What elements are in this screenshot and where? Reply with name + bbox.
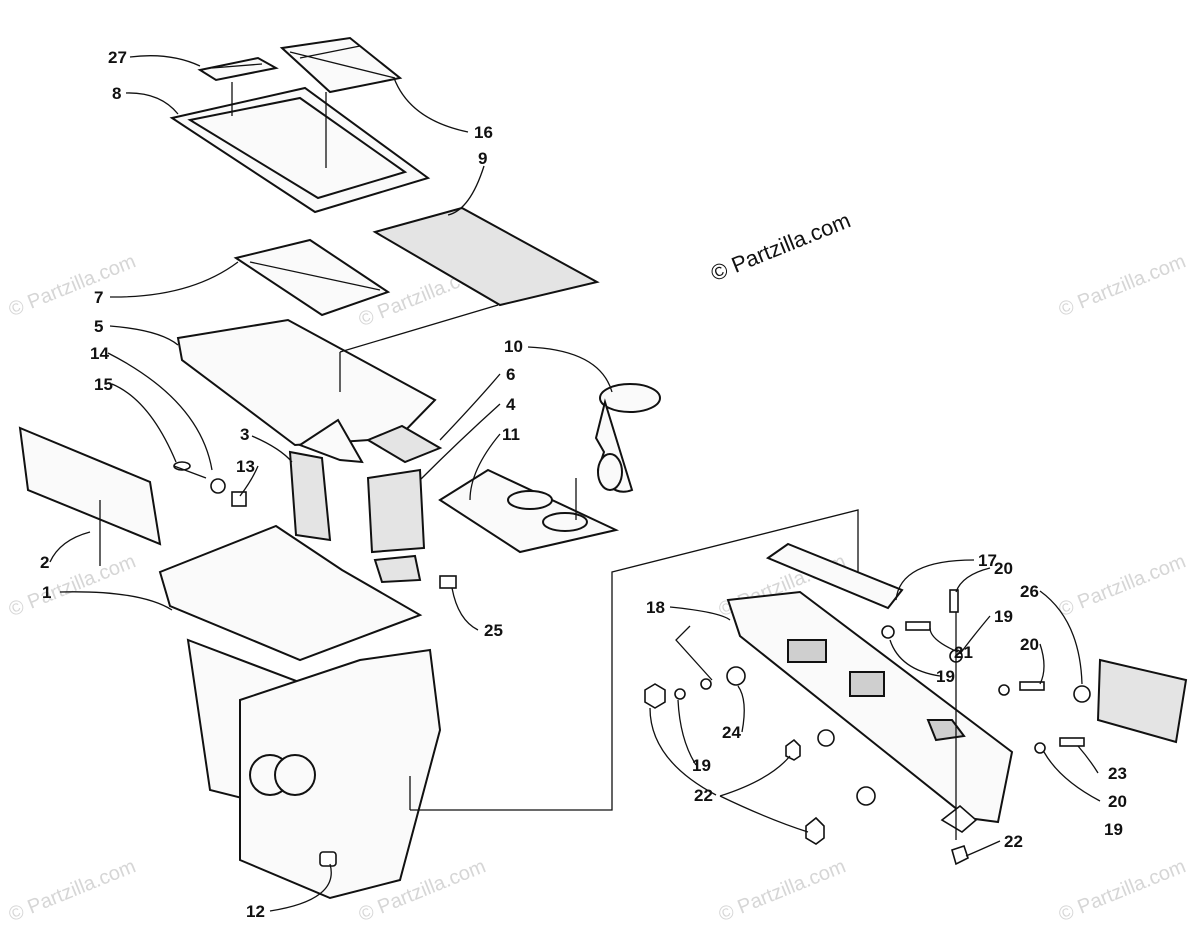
callout-12: 12 bbox=[246, 902, 265, 921]
part-5-top-housing bbox=[176, 304, 499, 464]
callout-23: 23 bbox=[1108, 764, 1127, 783]
callout-26: 26 bbox=[1020, 582, 1039, 601]
callout-1: 1 bbox=[42, 583, 51, 602]
callout-19: 19 bbox=[994, 607, 1013, 626]
callout-19: 19 bbox=[936, 667, 955, 686]
callout-21: 21 bbox=[954, 643, 973, 662]
callout-22: 22 bbox=[694, 786, 713, 805]
callout-4: 4 bbox=[506, 395, 516, 414]
callout-19: 19 bbox=[1104, 820, 1123, 839]
callout-10: 10 bbox=[504, 337, 523, 356]
part-9-filter-panel bbox=[372, 206, 600, 307]
right-hardware bbox=[644, 589, 1091, 866]
callout-14: 14 bbox=[90, 344, 109, 363]
connector-bracket bbox=[410, 509, 859, 811]
callout-2: 2 bbox=[40, 553, 49, 572]
part-12-grommet bbox=[319, 851, 337, 867]
part-6-foam bbox=[365, 424, 443, 464]
callout-numbers: 27 8 16 9 7 5 14 15 10 6 4 11 3 13 2 1 2… bbox=[40, 48, 1127, 921]
part-25-bolt bbox=[439, 575, 457, 589]
part-10-elbow-duct bbox=[594, 383, 661, 493]
part-17-gasket bbox=[765, 542, 904, 610]
part-1-lower-box bbox=[158, 524, 442, 900]
part-8-frame bbox=[169, 82, 431, 214]
callout-6: 6 bbox=[506, 365, 515, 384]
callout-20: 20 bbox=[1108, 792, 1127, 811]
callout-27: 27 bbox=[108, 48, 127, 67]
callout-17: 17 bbox=[978, 551, 997, 570]
part-16-screen bbox=[279, 36, 403, 94]
leaders bbox=[49, 55, 1101, 912]
hardware-13-14-15 bbox=[173, 461, 247, 507]
part-11-gasket-plate bbox=[438, 468, 620, 554]
callout-5: 5 bbox=[94, 317, 103, 336]
callout-11: 11 bbox=[502, 425, 520, 444]
callout-24: 24 bbox=[722, 723, 741, 742]
callout-25: 25 bbox=[484, 621, 503, 640]
part-24-rod bbox=[675, 625, 746, 686]
part-7-baffle bbox=[233, 238, 391, 317]
callout-7: 7 bbox=[94, 288, 103, 307]
callout-19: 19 bbox=[692, 756, 711, 775]
part-4-foam bbox=[366, 468, 426, 584]
part-3-foam bbox=[288, 450, 332, 542]
callout-20: 20 bbox=[994, 559, 1013, 578]
part-23-filter-block bbox=[1096, 658, 1188, 744]
callout-3: 3 bbox=[240, 425, 249, 444]
callout-13: 13 bbox=[236, 457, 255, 476]
callout-18: 18 bbox=[646, 598, 665, 617]
callout-9: 9 bbox=[478, 149, 487, 168]
callout-16: 16 bbox=[474, 123, 493, 142]
part-27-plate bbox=[197, 56, 279, 82]
callout-22: 22 bbox=[1004, 832, 1023, 851]
callout-8: 8 bbox=[112, 84, 121, 103]
callout-20: 20 bbox=[1020, 635, 1039, 654]
part-18-plenum bbox=[726, 590, 1014, 824]
callout-15: 15 bbox=[94, 375, 113, 394]
part-2-side-panel bbox=[18, 426, 162, 566]
